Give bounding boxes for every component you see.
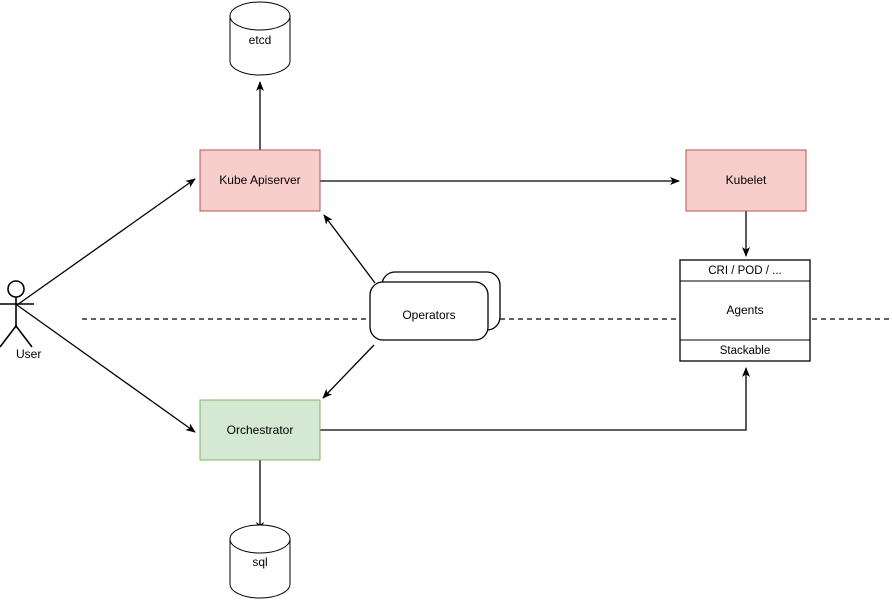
kubelet-box: [685, 149, 807, 212]
etcd-cylinder-body: [229, 15, 291, 76]
kube-apiserver-label: Kube Apiserver: [219, 173, 300, 187]
node-kube-apiserver[interactable]: Kube Apiserver: [199, 149, 321, 212]
edge-operators-to-orchestrator: [322, 344, 375, 399]
node-operators[interactable]: Operators: [369, 271, 501, 341]
orchestrator-label: Orchestrator: [227, 423, 294, 437]
agents-box: [679, 259, 811, 362]
kube-apiserver-box: [199, 149, 321, 212]
edge-orchestrator-to-stackable: [320, 367, 750, 431]
orchestrator-box: [199, 399, 321, 461]
operators-card-front: [369, 281, 489, 341]
agents-header-label: CRI / POD / ...: [708, 265, 781, 277]
user-head-icon: [7, 280, 25, 298]
edge-user-to-orchestrator: [16, 304, 196, 433]
agents-label: Agents: [726, 303, 763, 317]
node-sql[interactable]: sql: [229, 524, 291, 599]
node-agents[interactable]: CRI / POD / ... Agents Stackable: [679, 259, 811, 362]
user-leg-left: [0, 325, 17, 348]
node-orchestrator[interactable]: Orchestrator: [199, 399, 321, 461]
operators-label: Operators: [402, 308, 455, 322]
sql-cylinder-body: [229, 538, 291, 599]
user-label: User: [16, 347, 41, 361]
edge-user-to-apiserver: [16, 178, 196, 306]
kubelet-label: Kubelet: [726, 173, 767, 187]
node-etcd[interactable]: etcd: [229, 1, 291, 76]
sql-cylinder-top: [229, 524, 291, 554]
node-kubelet[interactable]: Kubelet: [685, 149, 807, 212]
node-user-actor[interactable]: User: [0, 280, 41, 361]
etcd-label: etcd: [249, 33, 272, 47]
etcd-cylinder-top: [229, 1, 291, 31]
agents-footer-label: Stackable: [720, 345, 771, 357]
sql-label: sql: [252, 555, 267, 569]
edge-operators-to-apiserver: [323, 214, 376, 284]
user-leg-right: [15, 325, 33, 348]
